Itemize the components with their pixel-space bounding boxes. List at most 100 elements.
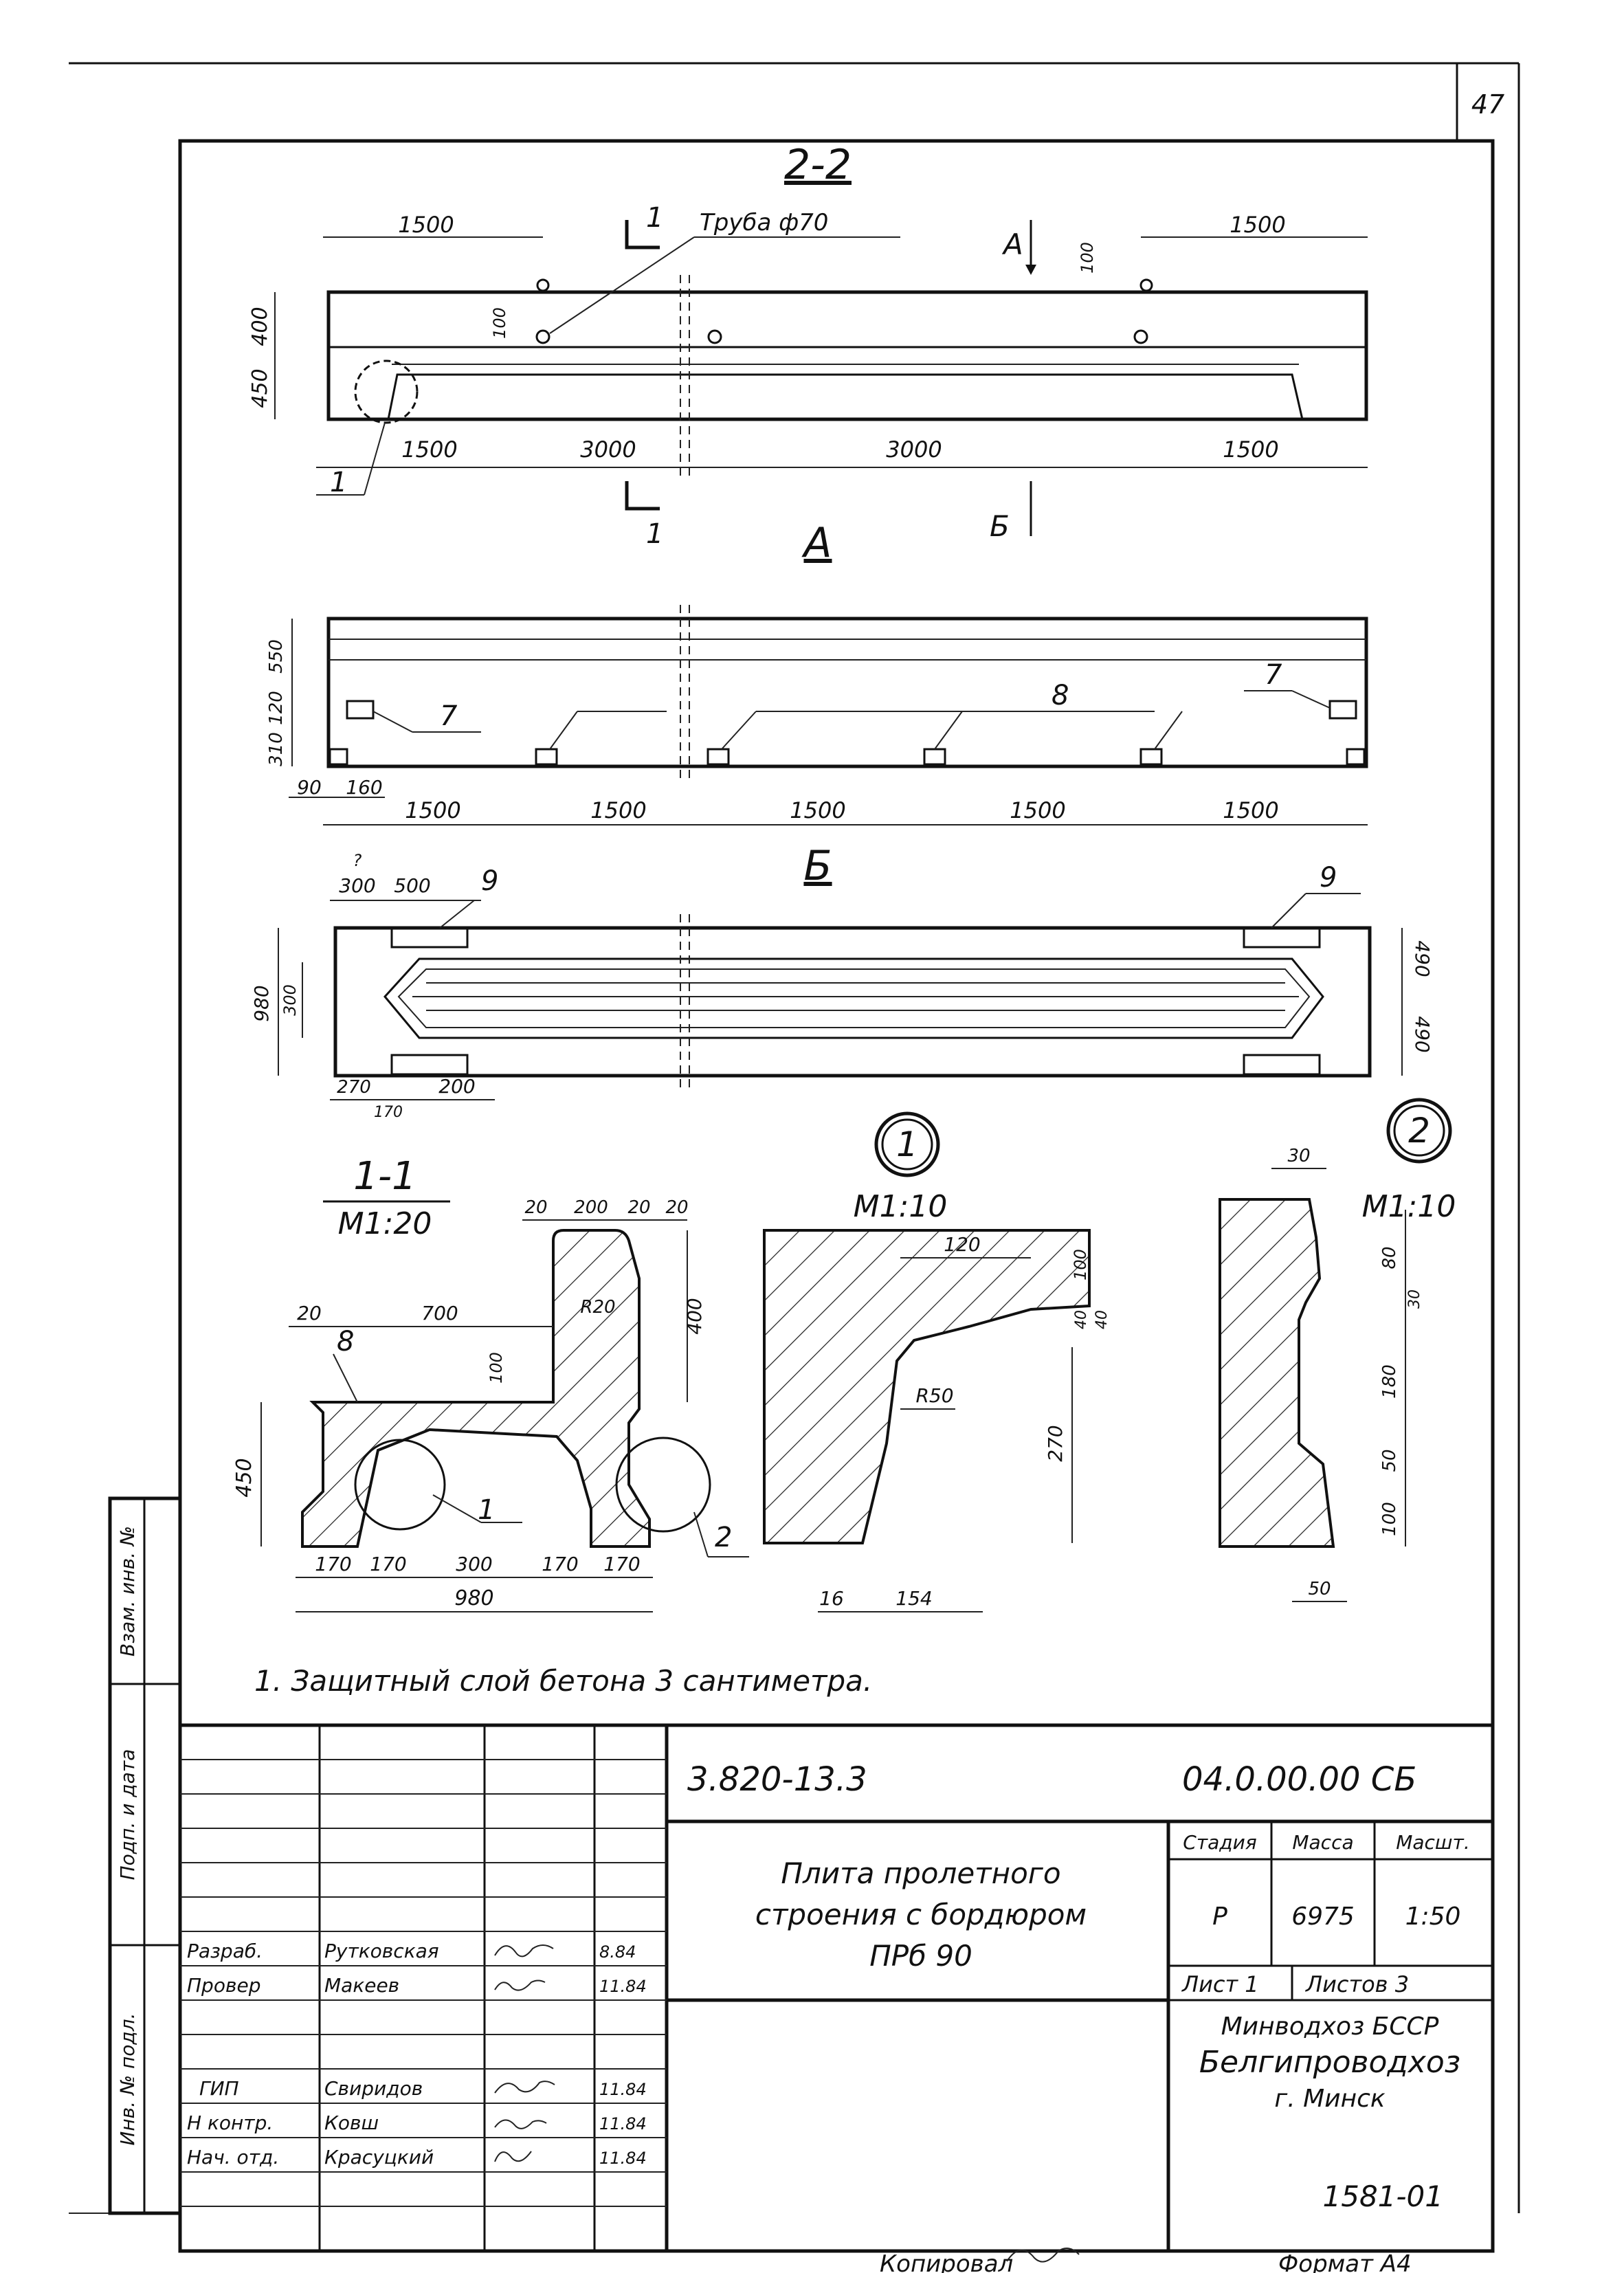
svg-text:1: 1 [478, 1494, 495, 1526]
signature-3 [494, 2081, 555, 2094]
svg-text:200: 200 [574, 1197, 608, 1218]
svg-text:450: 450 [232, 1458, 256, 1497]
svg-text:170: 170 [374, 1104, 403, 1121]
svg-text:1:50: 1:50 [1405, 1903, 1461, 1931]
svg-text:ГИП: ГИП [199, 2077, 239, 2100]
svg-text:3000: 3000 [580, 436, 636, 463]
svg-text:100: 100 [1379, 1502, 1400, 1536]
copied-by-label: Копировал [880, 2250, 1013, 2273]
drawing-code: 04.0.00.00 СБ [1182, 1760, 1416, 1799]
svg-text:100: 100 [1078, 242, 1097, 274]
svg-text:1500: 1500 [1230, 212, 1285, 238]
svg-text:1500: 1500 [1010, 797, 1065, 823]
svg-text:170: 170 [315, 1553, 351, 1575]
svg-text:450: 450 [248, 368, 272, 408]
svg-text:А: А [1001, 228, 1023, 261]
svg-text:М1:10: М1:10 [1362, 1189, 1456, 1224]
svg-text:Макеев: Макеев [324, 1974, 399, 1997]
svg-text:Провер: Провер [187, 1974, 260, 1997]
signature-4 [494, 2119, 547, 2129]
svg-text:Рутковская: Рутковская [324, 1940, 439, 1962]
svg-text:50: 50 [1379, 1449, 1400, 1472]
svg-text:300: 300 [456, 1553, 492, 1575]
svg-text:270: 270 [1044, 1425, 1067, 1461]
svg-text:120: 120 [266, 691, 287, 725]
side-stamp: Взам. инв. № Подп. и дата Инв. № подл. [108, 1496, 182, 2215]
view-b-title: Б [803, 842, 832, 890]
pipe-label: Труба ф70 [700, 209, 828, 236]
svg-text:1500: 1500 [405, 797, 460, 823]
archive-number: 1581-01 [1323, 2180, 1444, 2213]
drawing-title-line3: ПРб 90 [869, 1939, 972, 1973]
svg-text:200: 200 [438, 1075, 475, 1098]
svg-text:700: 700 [421, 1302, 458, 1324]
svg-text:R50: R50 [915, 1384, 953, 1407]
svg-text:90: 90 [297, 776, 322, 799]
svg-text:Лист 1: Лист 1 [1181, 1971, 1259, 1997]
svg-text:11.84: 11.84 [599, 2114, 647, 2133]
svg-text:40: 40 [1073, 1310, 1090, 1329]
format-label: Формат А4 [1278, 2250, 1412, 2273]
svg-text:270: 270 [337, 1077, 371, 1098]
svg-text:7: 7 [440, 700, 458, 732]
svg-text:Р: Р [1212, 1903, 1227, 1931]
svg-text:30: 30 [1287, 1146, 1310, 1166]
svg-text:16: 16 [819, 1587, 844, 1610]
drawing-title-line1: Плита пролетного [781, 1856, 1060, 1890]
svg-text:М1:20: М1:20 [338, 1206, 432, 1241]
svg-text:7: 7 [1265, 659, 1282, 691]
section-1-1: 1-1 М1:20 20 200 20 20 20 700 R20 400 10… [232, 1154, 749, 1612]
svg-text:Инв. № подл.: Инв. № подл. [116, 2013, 139, 2145]
svg-text:300: 300 [339, 874, 375, 897]
svg-text:160: 160 [346, 776, 382, 799]
svg-text:100: 100 [490, 307, 509, 339]
svg-text:R20: R20 [580, 1297, 615, 1318]
svg-text:11.84: 11.84 [599, 2149, 647, 2168]
svg-text:490: 490 [1411, 1016, 1434, 1052]
svg-text:11.84: 11.84 [599, 1977, 647, 1996]
svg-text:1500: 1500 [398, 212, 454, 238]
svg-text:50: 50 [1308, 1579, 1331, 1599]
svg-text:180: 180 [1379, 1364, 1400, 1399]
svg-text:100: 100 [487, 1352, 506, 1384]
svg-text:980: 980 [250, 985, 273, 1021]
signature-1 [494, 1944, 554, 1958]
copier-signature [1006, 2248, 1080, 2263]
svg-text:Подп. и дата: Подп. и дата [116, 1749, 139, 1881]
svg-text:170: 170 [542, 1553, 578, 1575]
document-code: 3.820-13.3 [687, 1760, 867, 1799]
section-2-2-title: 2-2 [784, 141, 852, 189]
svg-text:6975: 6975 [1291, 1903, 1355, 1931]
svg-text:20: 20 [524, 1197, 547, 1218]
svg-text:9: 9 [1320, 862, 1337, 894]
svg-text:500: 500 [394, 874, 430, 897]
svg-text:Свиридов: Свиридов [324, 2077, 423, 2100]
svg-text:Разраб.: Разраб. [187, 1940, 263, 1962]
svg-text:9: 9 [481, 865, 498, 897]
svg-text:8: 8 [1052, 680, 1069, 711]
svg-text:М1:10: М1:10 [854, 1189, 948, 1224]
svg-text:Листов 3: Листов 3 [1305, 1971, 1409, 1997]
svg-text:40: 40 [1093, 1310, 1111, 1329]
svg-text:980: 980 [454, 1586, 493, 1610]
svg-text:20: 20 [665, 1197, 688, 1218]
section-1-1-title: 1-1 [353, 1154, 416, 1199]
svg-text:1500: 1500 [590, 797, 646, 823]
svg-text:30: 30 [1406, 1289, 1423, 1309]
title-block [178, 1723, 1495, 2253]
svg-text:Б: Б [990, 509, 1010, 543]
view-a-title: А [801, 519, 832, 567]
svg-text:490: 490 [1411, 940, 1434, 977]
svg-text:1500: 1500 [1223, 436, 1278, 463]
drawing-title-line2: строения с бордюром [755, 1898, 1087, 1931]
svg-text:550: 550 [266, 639, 287, 674]
svg-text:1500: 1500 [1223, 797, 1278, 823]
node-1-marker: 1 [896, 1124, 918, 1164]
signature-2 [494, 1980, 546, 1991]
svg-text:154: 154 [896, 1587, 932, 1610]
svg-text:Ковш: Ковш [324, 2111, 379, 2134]
svg-text:Минводхоз БССР: Минводхоз БССР [1221, 2013, 1439, 2041]
svg-text:170: 170 [370, 1553, 406, 1575]
svg-text:8: 8 [337, 1326, 354, 1357]
